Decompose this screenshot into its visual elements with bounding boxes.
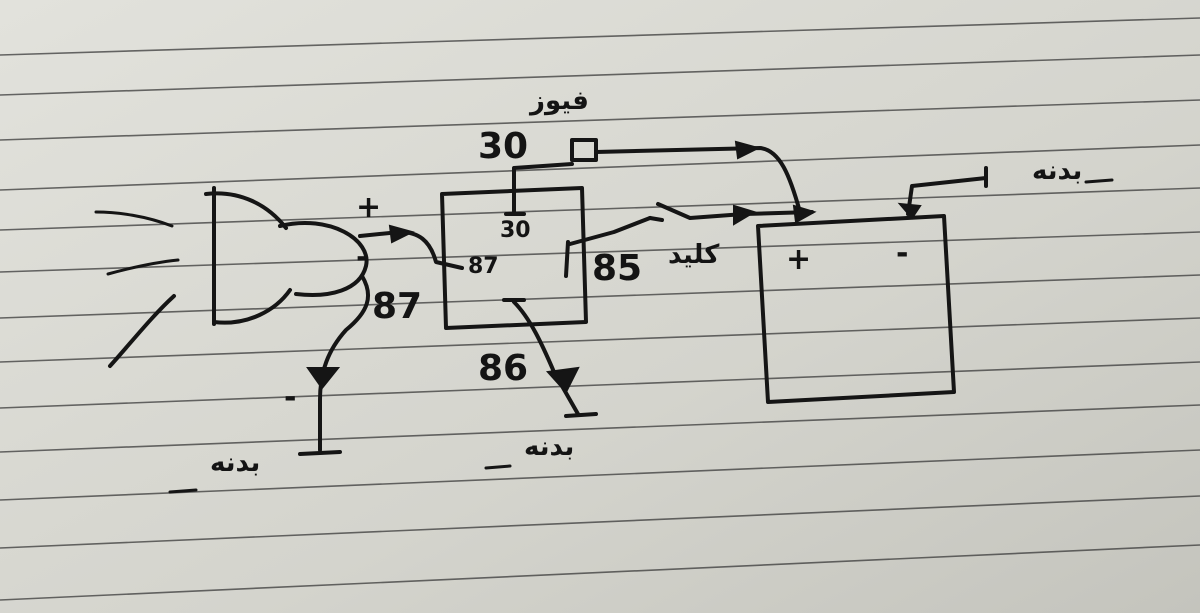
horn-minus-sign: - bbox=[356, 240, 369, 275]
battery-box bbox=[756, 166, 988, 404]
wire-fuse-to-battery bbox=[504, 138, 802, 216]
pin-87-outside-label: 87 bbox=[372, 286, 423, 327]
fuse-label: فیوز bbox=[530, 86, 589, 116]
pin-30-inside-label: 30 bbox=[500, 218, 531, 243]
pin-85-label: 85 bbox=[592, 248, 643, 289]
pin-30-top-label: 30 bbox=[478, 126, 529, 167]
horn-plus-sign: + bbox=[356, 190, 382, 225]
wire-horn-to-ground bbox=[298, 274, 371, 456]
ground-minus-sign: - bbox=[284, 380, 297, 415]
ruled-lines bbox=[0, 17, 1200, 601]
pin-86-label: 86 bbox=[478, 348, 529, 389]
wire-pin86-to-ground bbox=[512, 300, 598, 418]
pin-87-inside-label: 87 bbox=[468, 254, 499, 279]
ground-left-label: بدنه bbox=[210, 448, 261, 478]
battery-minus-sign: - bbox=[896, 236, 909, 271]
ground-middle-label: بدنه bbox=[524, 432, 575, 462]
wire-switch-to-battery bbox=[568, 202, 817, 246]
ground-right-label: بدنه bbox=[1032, 156, 1083, 186]
switch-label: کلید bbox=[668, 240, 720, 270]
horn-symbol bbox=[94, 186, 369, 368]
battery-plus-sign: + bbox=[786, 242, 812, 277]
wire-horn-to-pin87 bbox=[358, 224, 464, 270]
